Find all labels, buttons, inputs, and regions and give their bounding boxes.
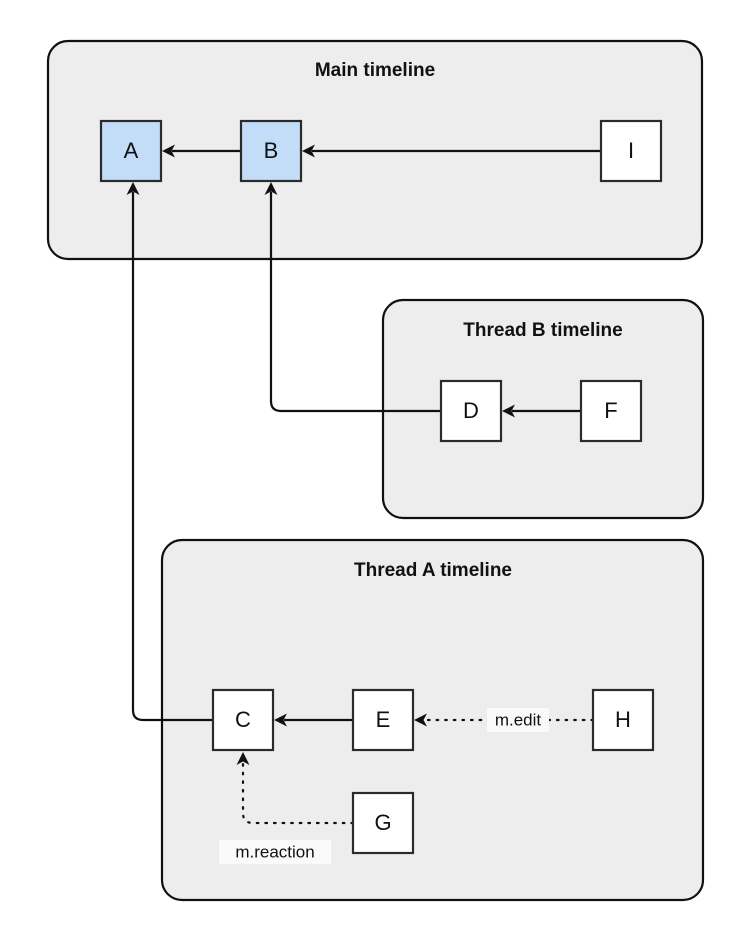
node-label-A: A: [124, 138, 139, 163]
edge-label-background-H-to-E: [487, 708, 549, 732]
edge-F-to-D: [502, 404, 581, 418]
node-label-C: C: [235, 707, 251, 732]
node-box-F[interactable]: [579, 379, 643, 443]
node-G[interactable]: G: [351, 791, 415, 855]
panel-title-main: Main timeline: [315, 60, 435, 81]
node-label-E: E: [376, 707, 391, 732]
node-box-D[interactable]: [439, 379, 503, 443]
arrowhead-C-to-A: [126, 182, 140, 195]
edge-E-to-C: [274, 713, 353, 727]
node-box-E[interactable]: [351, 688, 415, 752]
arrowhead-G-to-C: [236, 752, 250, 765]
panel-title-threadB: Thread B timeline: [463, 320, 622, 341]
node-box-B[interactable]: [239, 119, 303, 183]
node-I[interactable]: I: [599, 119, 663, 183]
node-B[interactable]: B: [239, 119, 303, 183]
edge-labels-layer: m.edit m.reaction: [219, 708, 549, 864]
edge-I-to-B: [302, 144, 601, 158]
node-label-I: I: [628, 138, 634, 163]
edge-label-G-to-C: m.reaction: [219, 840, 331, 864]
edge-B-to-A: [162, 144, 241, 158]
arrowhead-B-to-A: [162, 144, 175, 158]
nodes-layer: A B I D F C E H G: [99, 119, 663, 855]
node-label-B: B: [264, 138, 279, 163]
node-label-F: F: [604, 398, 617, 423]
node-E[interactable]: E: [351, 688, 415, 752]
edge-line-D-to-B: [269, 192, 441, 413]
edge-label-H-to-E: m.edit: [487, 708, 549, 732]
node-label-G: G: [374, 810, 391, 835]
node-box-H[interactable]: [591, 688, 655, 752]
edge-D-to-B: [264, 182, 441, 413]
edge-label-background-G-to-C: [219, 840, 331, 864]
panel-background-threadB: [381, 298, 705, 520]
node-F[interactable]: F: [579, 379, 643, 443]
edge-G-to-C: [236, 752, 355, 825]
node-box-G[interactable]: [351, 791, 415, 855]
panel-threadB: Thread B timeline: [381, 298, 705, 520]
edge-line-C-to-A: [131, 192, 213, 722]
edge-H-to-E: [414, 713, 595, 727]
edge-C-to-A: [126, 182, 213, 722]
arrowhead-E-to-C: [274, 713, 287, 727]
panel-title-threadA: Thread A timeline: [354, 560, 512, 581]
node-label-H: H: [615, 707, 631, 732]
arrowhead-I-to-B: [302, 144, 315, 158]
node-box-A[interactable]: [99, 119, 163, 183]
node-A[interactable]: A: [99, 119, 163, 183]
node-H[interactable]: H: [591, 688, 655, 752]
edge-label-text-G-to-C: m.reaction: [235, 842, 314, 861]
arrowhead-H-to-E: [414, 713, 427, 727]
edges-layer: [126, 144, 601, 825]
arrowhead-D-to-B: [264, 182, 278, 195]
node-label-D: D: [463, 398, 479, 423]
node-D[interactable]: D: [439, 379, 503, 443]
arrowhead-F-to-D: [502, 404, 515, 418]
node-C[interactable]: C: [211, 688, 275, 752]
node-box-I[interactable]: [599, 119, 663, 183]
node-box-C[interactable]: [211, 688, 275, 752]
edge-label-text-H-to-E: m.edit: [495, 710, 542, 729]
